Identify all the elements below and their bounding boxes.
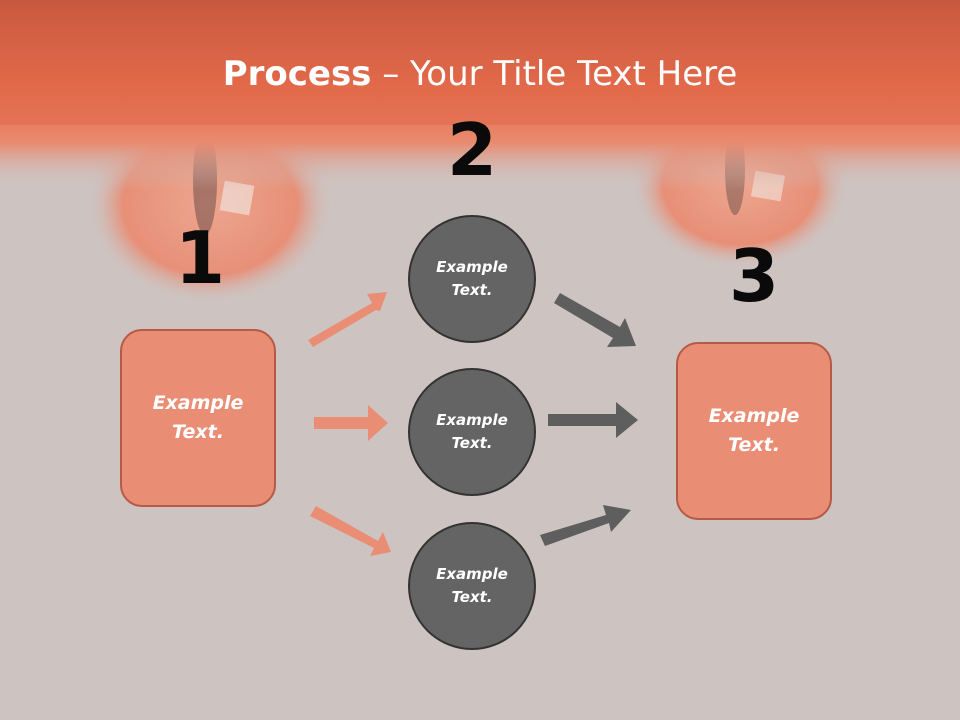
step-number-1: 1 <box>174 216 226 300</box>
title-rest: – Your Title Text Here <box>371 54 738 94</box>
arrow-bottom-to-right <box>540 505 631 546</box>
arrow-left-to-middle <box>314 405 388 441</box>
process-box-right: Example Text. <box>676 342 832 520</box>
process-box-left: Example Text. <box>120 329 276 507</box>
arrow-left-to-top <box>308 292 387 347</box>
title-bold: Process <box>222 54 372 94</box>
arrow-top-to-right <box>554 293 636 347</box>
step-number-3: 3 <box>728 234 780 318</box>
arrow-middle-to-right <box>548 402 638 438</box>
process-circle-top: Example Text. <box>408 215 536 343</box>
process-circle-bottom: Example Text. <box>408 522 536 650</box>
process-circle-middle: Example Text. <box>408 368 536 496</box>
slide-title: Process – Your Title Text Here <box>0 52 960 96</box>
step-number-2: 2 <box>446 108 498 192</box>
arrow-left-to-bottom <box>310 506 391 556</box>
